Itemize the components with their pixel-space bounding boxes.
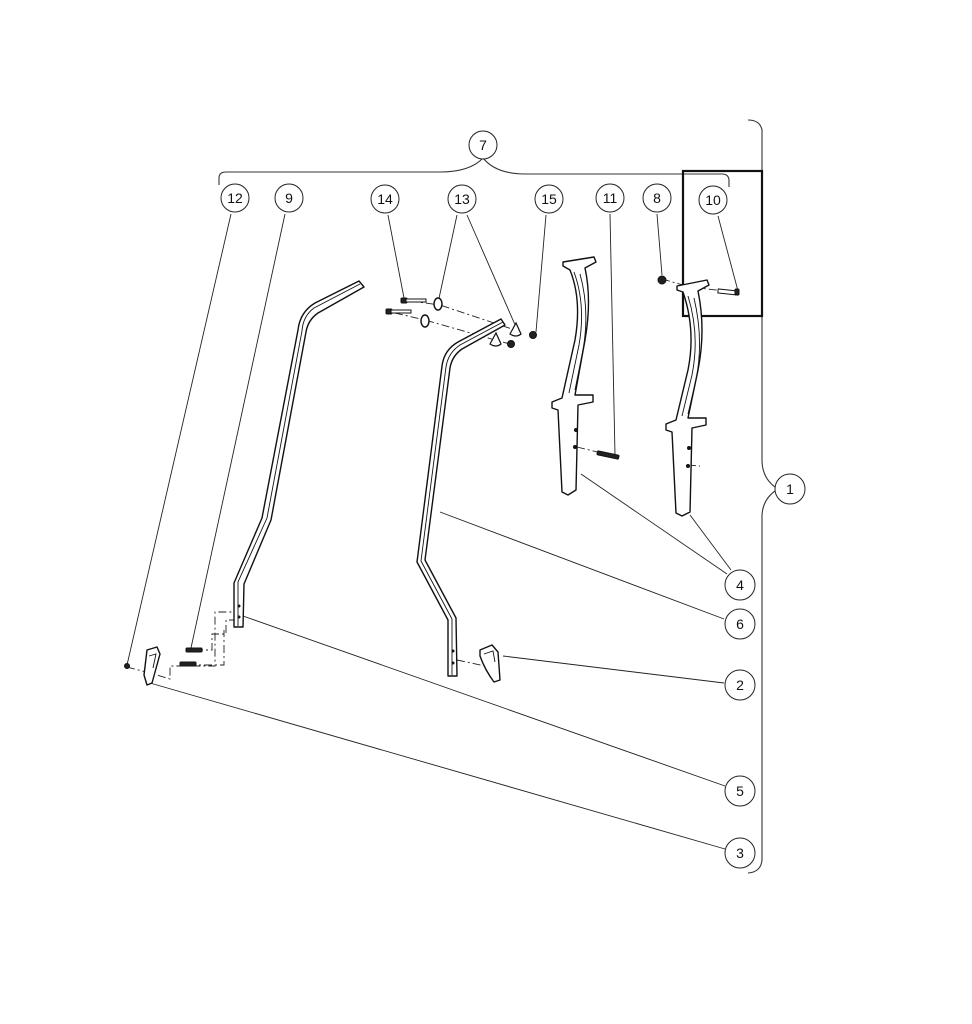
callout-4: 4 <box>724 569 756 601</box>
callout-6: 6 <box>724 608 756 640</box>
svg-text:13: 13 <box>454 191 470 207</box>
foot-cap-part-3 <box>143 646 161 686</box>
callout-12: 12 <box>220 183 250 213</box>
screw-part-9 <box>179 647 203 667</box>
callout-5: 5 <box>724 775 756 807</box>
highlight-box <box>681 169 764 318</box>
callout-11: 11 <box>595 183 625 213</box>
callout-1: 1 <box>774 473 806 505</box>
callout-2: 2 <box>724 669 756 701</box>
foot-cap-part-2 <box>479 644 501 683</box>
right-rail-part-6 <box>416 318 506 677</box>
svg-text:12: 12 <box>227 190 243 206</box>
callout-15: 15 <box>534 184 564 214</box>
bolt-part-11 <box>596 450 620 460</box>
svg-text:3: 3 <box>736 845 744 861</box>
nut-part-8 <box>657 275 667 285</box>
callout-7: 7 <box>468 130 498 160</box>
svg-text:10: 10 <box>705 192 721 208</box>
assembly-dash-paths <box>126 278 726 680</box>
svg-text:11: 11 <box>603 190 618 206</box>
callout-13: 13 <box>447 184 477 214</box>
svg-text:1: 1 <box>786 481 794 497</box>
svg-text:5: 5 <box>736 783 744 799</box>
stanchion-left-part-4 <box>551 256 597 496</box>
svg-text:2: 2 <box>736 677 744 693</box>
hardware-kit-brace <box>218 157 730 187</box>
svg-text:7: 7 <box>479 137 487 153</box>
callout-10: 10 <box>698 185 728 215</box>
left-rail-part-5 <box>233 280 365 628</box>
svg-text:6: 6 <box>736 616 744 632</box>
callout-14: 14 <box>370 184 400 214</box>
leader-lines <box>126 213 739 850</box>
callout-3: 3 <box>724 837 756 869</box>
svg-text:15: 15 <box>541 191 557 207</box>
svg-text:9: 9 <box>285 190 293 206</box>
svg-text:8: 8 <box>653 190 661 206</box>
nut-part-15 <box>507 331 537 348</box>
bolt-part-10 <box>717 288 740 296</box>
svg-text:14: 14 <box>377 191 393 207</box>
callout-8: 8 <box>642 183 672 213</box>
nut-part-12 <box>124 663 130 669</box>
washer-part-13 <box>420 297 522 347</box>
callout-9: 9 <box>274 183 304 213</box>
svg-text:4: 4 <box>736 577 744 593</box>
bolt-part-14 <box>385 297 427 315</box>
stanchion-right-part-4 <box>665 279 710 517</box>
